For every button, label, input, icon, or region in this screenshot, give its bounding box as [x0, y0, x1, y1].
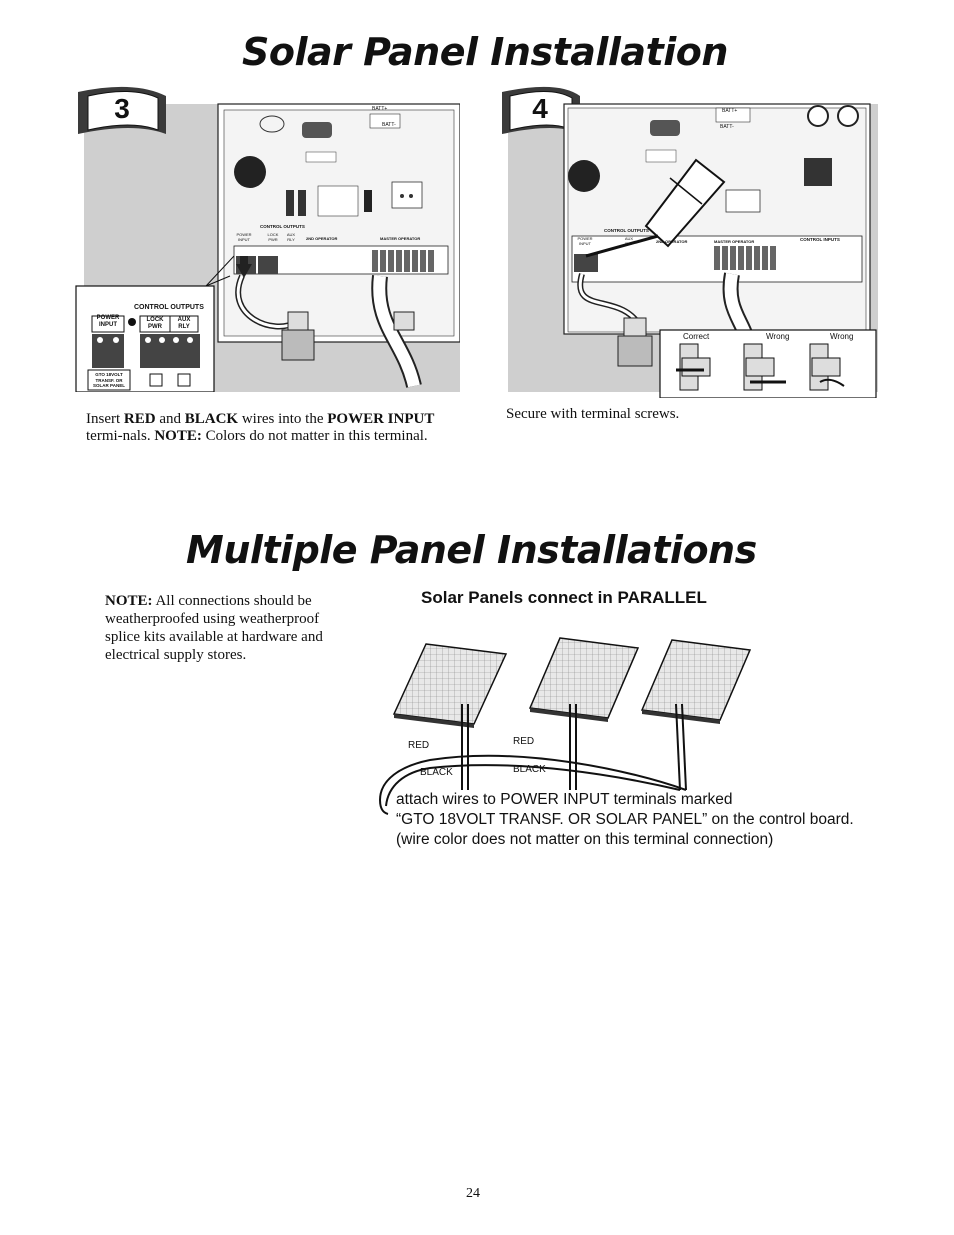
board-input-word: INPUT [238, 236, 250, 242]
caption-text: wires into the [238, 411, 328, 427]
board-aux-rly-label: AUX RLY [620, 236, 638, 246]
board-aux-word: AUX [624, 236, 634, 241]
caption-text: Insert [86, 411, 124, 427]
inset-transf-line-3: SOLAR PANEL [93, 383, 125, 388]
wire-label-black-2: BLACK [513, 764, 546, 775]
note-label: NOTE: [105, 593, 153, 609]
board-lock-pwr-label: LOCK PWR [264, 232, 282, 242]
attach-line-1: attach wires to POWER INPUT terminals ma… [396, 791, 733, 808]
caption-text: termi-nals. [86, 428, 155, 444]
inset-pwr-label: PWR [148, 324, 162, 330]
board-batt-minus-label: BATT- [382, 122, 396, 128]
wrong-label-2: Wrong [830, 332, 854, 341]
board-control-inputs-label: CONTROL INPUTS [800, 237, 840, 242]
board-power-word: POWER [577, 236, 593, 241]
board-control-outputs-label: CONTROL OUTPUTS [604, 228, 649, 233]
inset-transf-label: GTO 18VOLT TRANSF. OR SOLAR PANEL [88, 372, 130, 389]
inset-input-label: INPUT [99, 322, 117, 328]
step-number-4: 4 [532, 93, 548, 124]
board-power-word: POWER [236, 232, 252, 237]
board-input-word: INPUT [579, 240, 591, 246]
page-number: 24 [466, 1186, 480, 1201]
inset-power-input-label: POWER INPUT [92, 315, 124, 329]
parallel-heading: Solar Panels connect in PARALLEL [421, 588, 707, 607]
step-3-figure: 3 CONTROL OUTPUTS POWER INPUT LOCK PWR A… [74, 86, 461, 393]
caption-power-input: POWER INPUT [327, 411, 435, 427]
inset-transf-line-1: GTO 18VOLT [95, 372, 123, 377]
inset-lock-label: LOCK [146, 317, 164, 323]
board-batt-minus-label: BATT- [720, 124, 734, 130]
board-batt-plus-label: BATT+ [722, 108, 738, 114]
board-aux-word: AUX [286, 232, 296, 237]
caption-red: RED [123, 411, 156, 427]
step-4-figure: 4 Correct Wrong Wrong BATT+ BATT- CONTRO… [500, 86, 878, 399]
inset-aux-label: AUX [177, 317, 191, 323]
caption-note-label: NOTE: [154, 428, 202, 444]
board-power-input-label: POWER INPUT [574, 236, 596, 246]
inset-lock-pwr-label: LOCK PWR [140, 317, 170, 331]
caption-black: BLACK [184, 411, 239, 427]
inset-power-label: POWER [96, 315, 120, 321]
solar-panel-2 [528, 637, 640, 722]
wrong-label-1: Wrong [766, 332, 790, 341]
solar-panel-1 [392, 643, 508, 728]
board-aux-rly-label: AUX RLY [282, 232, 300, 242]
correct-label: Correct [683, 332, 710, 341]
board-rly-word: RLY [625, 240, 633, 246]
inset-aux-rly-label: AUX RLY [170, 317, 198, 331]
inset-control-outputs-heading: CONTROL OUTPUTS [134, 304, 204, 311]
parallel-panels-diagram: RED RED BLACK BLACK [370, 630, 770, 820]
attach-instructions: attach wires to POWER INPUT terminals ma… [396, 790, 854, 850]
solar-panel-3 [640, 639, 752, 724]
attach-line-3: (wire color does not matter on this term… [396, 831, 774, 848]
attach-line-2: “GTO 18VOLT TRANSF. OR SOLAR PANEL” on t… [396, 811, 854, 828]
inset-transf-line-2: TRANSF. OR [95, 377, 123, 383]
caption-text: and [155, 411, 185, 427]
section-title: Multiple Panel Installations [186, 528, 757, 572]
note-text: All connections should be weatherproofed… [105, 593, 323, 663]
wire-label-black-1: BLACK [420, 767, 453, 778]
page-title: Solar Panel Installation [242, 30, 728, 74]
inset-rly-label: RLY [178, 324, 190, 330]
board-2nd-operator-label: 2ND OPERATOR [656, 239, 688, 244]
caption-text: Colors do not matter in this terminal. [201, 428, 428, 444]
weatherproof-note: NOTE: All connections should be weatherp… [105, 592, 345, 664]
wire-label-red-1: RED [408, 740, 430, 751]
step-number-3: 3 [114, 93, 130, 124]
board-master-operator-label: MASTER OPERATOR [380, 236, 421, 241]
step-3-caption: Insert RED and BLACK wires into the POWE… [86, 411, 458, 445]
board-control-outputs-label: CONTROL OUTPUTS [260, 224, 305, 229]
board-batt-plus-label: BATT+ [372, 106, 388, 112]
board-pwr-word: PWR [268, 236, 278, 242]
wire-label-red-2: RED [513, 736, 535, 747]
board-lock-word: LOCK [267, 232, 279, 237]
board-master-operator-label: MASTER OPERATOR [714, 239, 755, 244]
step-4-caption: Secure with terminal screws. [506, 406, 680, 422]
board-power-input-label: POWER INPUT [234, 232, 254, 242]
board-2nd-operator-label: 2ND OPERATOR [306, 236, 338, 241]
board-rly-word: RLY [287, 236, 295, 242]
